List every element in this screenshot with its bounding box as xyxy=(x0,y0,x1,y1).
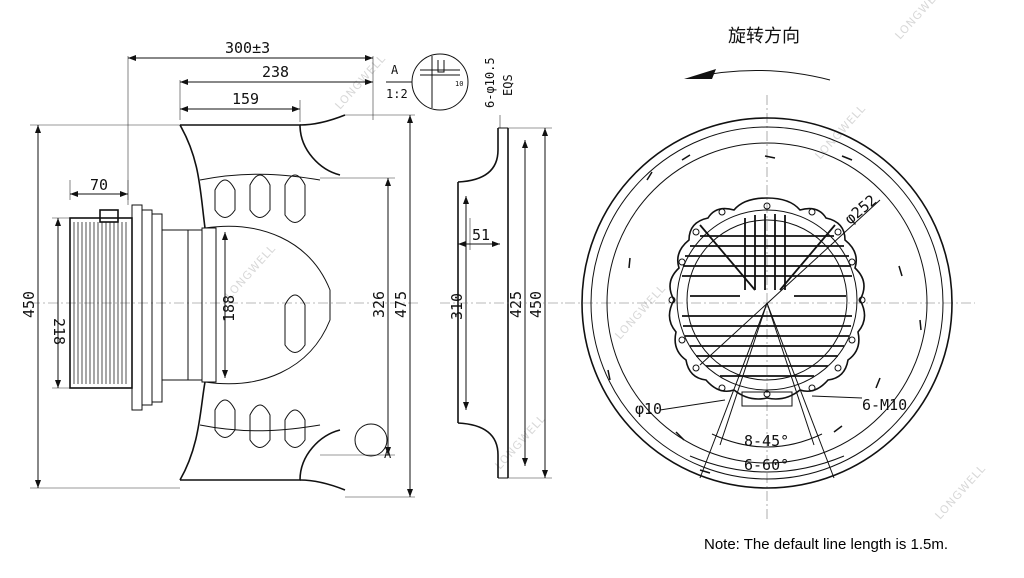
dim-450-left: 450 xyxy=(20,291,38,318)
side-view: 300±3 238 159 70 450 218 xyxy=(20,39,420,498)
watermark-layer: LONGWELL LONGWELL LONGWELL LONGWELL LONG… xyxy=(223,0,989,522)
front-dim-6-60: 6-60° xyxy=(744,456,789,474)
ring-dim-425: 425 xyxy=(507,291,525,318)
front-view: 旋转方向 xyxy=(565,26,975,520)
detail-a-view: A 1:2 10 xyxy=(386,53,469,111)
front-dim-8-45: 8-45° xyxy=(744,432,789,450)
front-dim-m10: 6-M10 xyxy=(862,396,907,414)
watermark-4: LONGWELL xyxy=(813,102,869,162)
dim-188: 188 xyxy=(220,295,238,322)
ring-dim-51: 51 xyxy=(472,226,490,244)
front-dim-10: φ10 xyxy=(635,400,662,418)
watermark-3: LONGWELL xyxy=(493,412,549,472)
ring-holes: 6-φ10.5 xyxy=(483,57,497,108)
ring-dim-450: 450 xyxy=(527,291,545,318)
dim-70: 70 xyxy=(90,176,108,194)
detail-a-label: A xyxy=(391,63,399,77)
watermark-2: LONGWELL xyxy=(223,242,279,302)
watermark-7: LONGWELL xyxy=(893,0,949,42)
watermark-6: LONGWELL xyxy=(933,462,989,522)
dim-326: 326 xyxy=(370,291,388,318)
front-dim-252: φ252 xyxy=(841,191,880,228)
dim-159: 159 xyxy=(232,90,259,108)
dim-218: 218 xyxy=(50,318,68,345)
watermark-5: LONGWELL xyxy=(613,282,669,342)
detail-a-circle xyxy=(354,423,388,457)
rotation-arrow-icon xyxy=(684,69,716,79)
dim-238: 238 xyxy=(262,63,289,81)
rotation-direction-label: 旋转方向 xyxy=(728,26,800,47)
dim-475: 475 xyxy=(392,291,410,318)
detail-a-dim-10: 10 xyxy=(455,80,463,88)
ring-dim-310: 310 xyxy=(448,293,466,320)
detail-a-scale: 1:2 xyxy=(386,87,408,101)
default-line-length-note: Note: The default line length is 1.5m. xyxy=(704,536,949,553)
inlet-ring-view: 6-φ10.5 EQS 51 310 425 450 xyxy=(440,57,565,479)
dim-overall-length: 300±3 xyxy=(225,39,270,57)
detail-a-marker: A xyxy=(384,447,392,461)
ring-eqs: EQS xyxy=(501,74,515,96)
